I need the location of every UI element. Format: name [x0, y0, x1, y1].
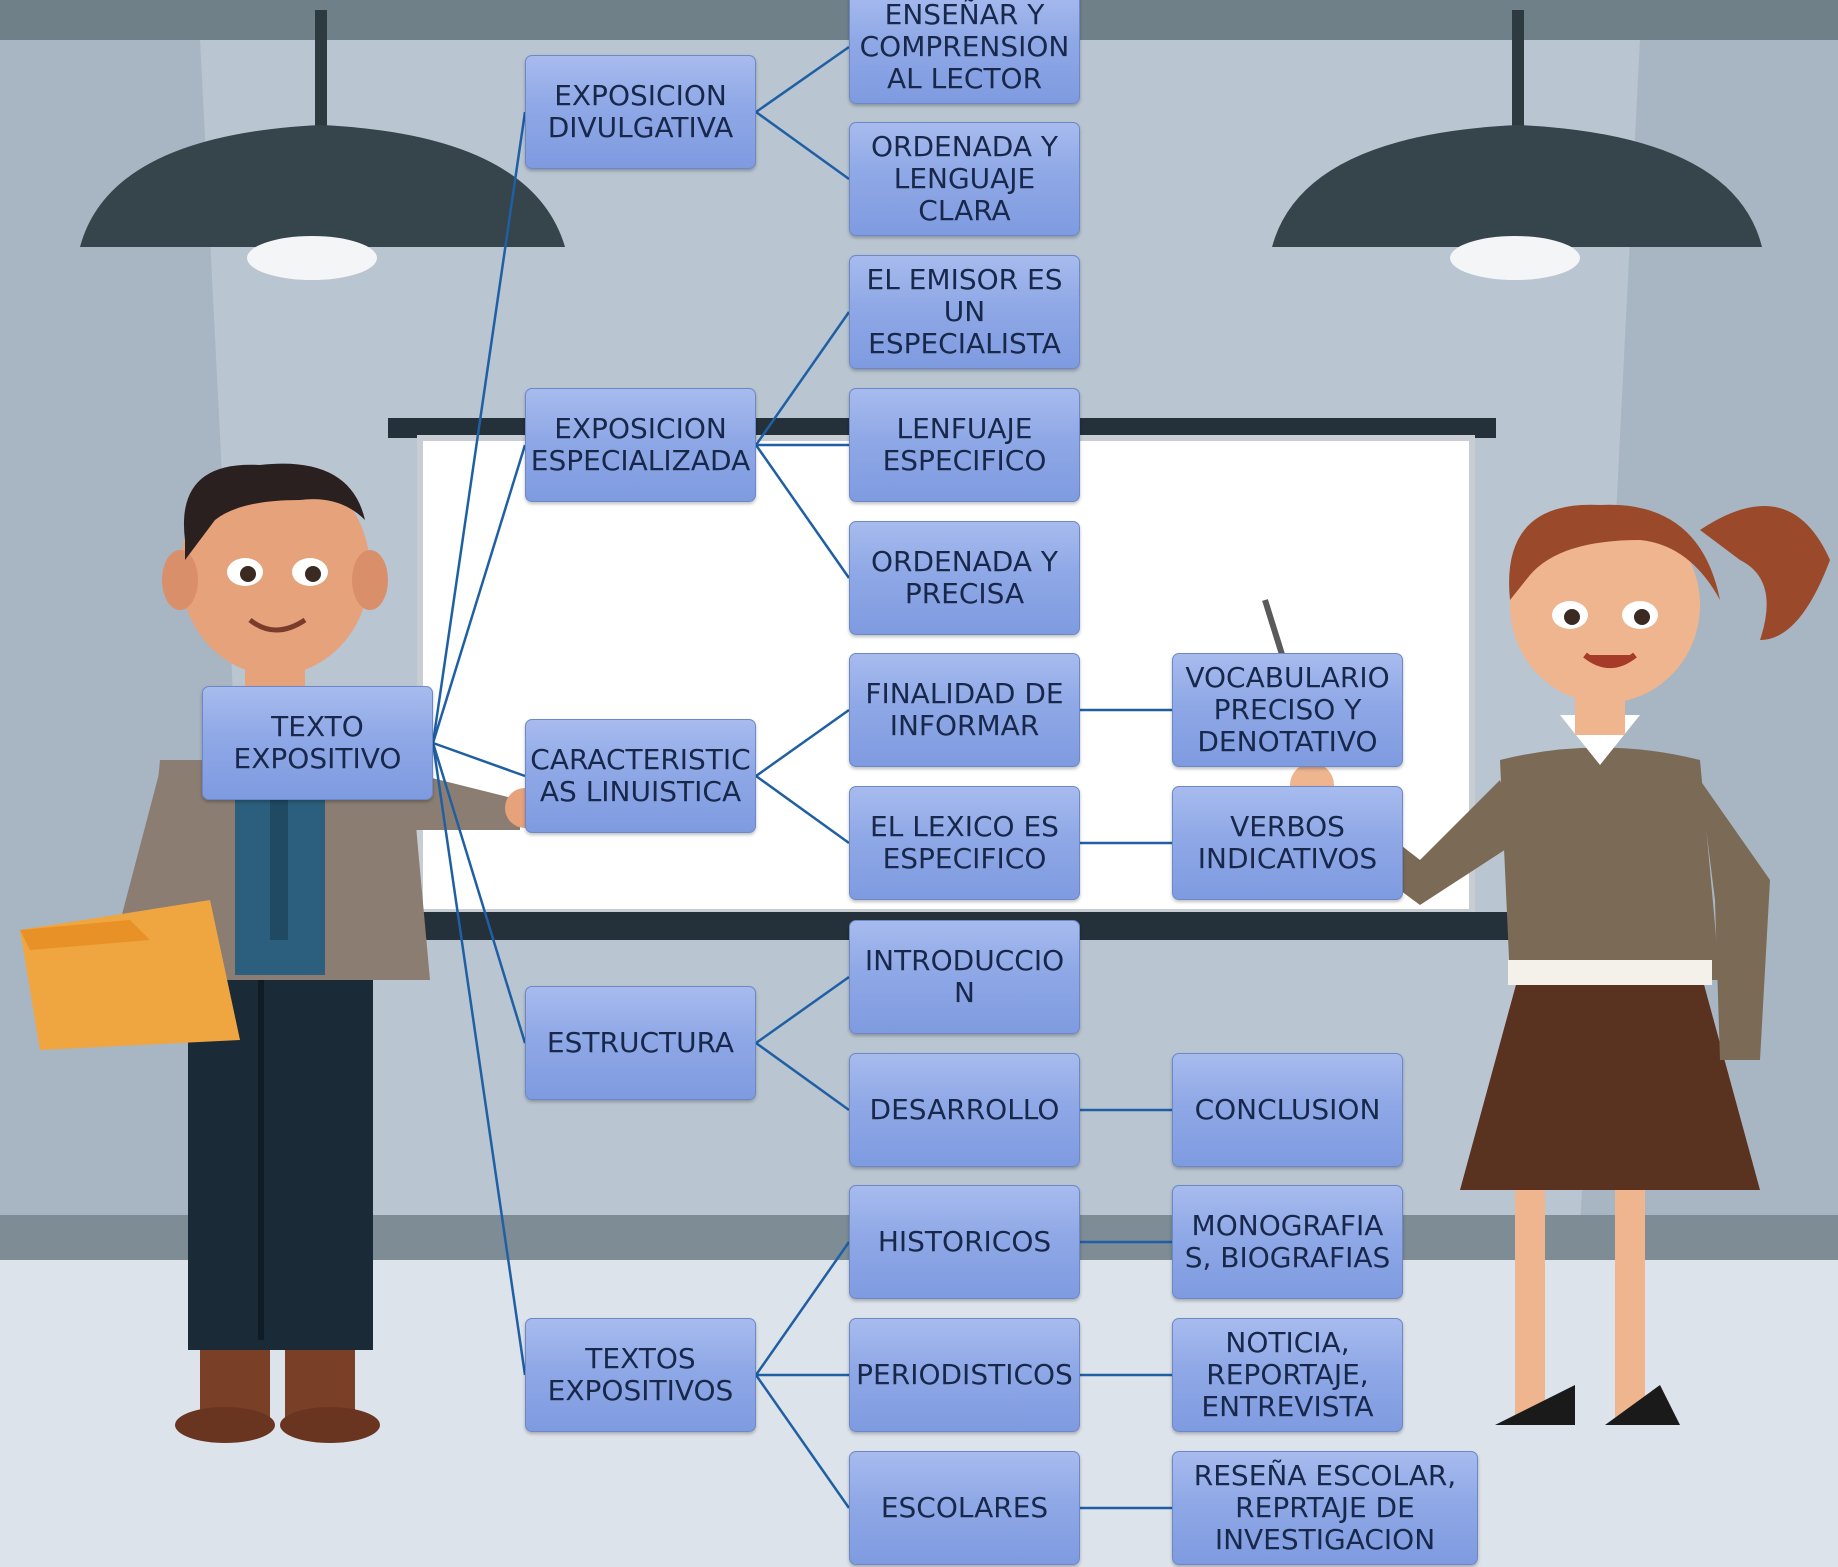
connector-textos-expositivos-to-historicos	[754, 1241, 851, 1376]
node-ordenada-lenguaje-clara: ORDENADA Y LENGUAJE CLARA	[849, 122, 1080, 236]
node-historicos: HISTORICOS	[849, 1185, 1080, 1299]
node-emisor-especialista: EL EMISOR ES UN ESPECIALISTA	[849, 255, 1080, 369]
node-exposicion-especializada: EXPOSICION ESPECIALIZADA	[525, 388, 756, 502]
node-introduccion: INTRODUCCIO N	[849, 920, 1080, 1034]
node-exposicion-divulgativa: EXPOSICION DIVULGATIVA	[525, 55, 756, 169]
node-lexico-especifico: EL LEXICO ES ESPECIFICO	[849, 786, 1080, 900]
node-escolares: ESCOLARES	[849, 1451, 1080, 1565]
node-ensenar-comprension: ENSEÑAR Y COMPRENSION AL LECTOR	[849, 0, 1080, 104]
node-finalidad-informar: FINALIDAD DE INFORMAR	[849, 653, 1080, 767]
connector-exposicion-especializada-to-ordenada-precisa	[754, 444, 851, 579]
connector-estructura-to-desarrollo	[755, 1041, 850, 1112]
node-resena-escolar: RESEÑA ESCOLAR, REPRTAJE DE INVESTIGACIO…	[1172, 1451, 1478, 1565]
connector-exposicion-divulgativa-to-ensenar-comprension	[755, 45, 850, 114]
node-lenguaje-especifico: LENFUAJE ESPECIFICO	[849, 388, 1080, 502]
connector-textos-expositivos-to-escolares	[754, 1374, 851, 1509]
node-desarrollo: DESARROLLO	[849, 1053, 1080, 1167]
node-estructura: ESTRUCTURA	[525, 986, 756, 1100]
connector-exposicion-especializada-to-emisor-especialista	[754, 311, 851, 446]
node-verbos-indicativos: VERBOS INDICATIVOS	[1172, 786, 1403, 900]
connector-texto-expositivo-to-estructura	[431, 742, 527, 1044]
node-monografias-biografias: MONOGRAFIA S, BIOGRAFIAS	[1172, 1185, 1403, 1299]
left-ceiling-lamp	[80, 10, 565, 280]
node-vocabulario-preciso: VOCABULARIO PRECISO Y DENOTATIVO	[1172, 653, 1403, 767]
connector-caracteristicas-linguisticas-to-lexico-especifico	[755, 774, 850, 845]
connector-texto-expositivo-to-exposicion-divulgativa	[431, 111, 527, 744]
connector-texto-expositivo-to-textos-expositivos	[431, 742, 527, 1376]
woman-presenter-illustration	[1262, 504, 1830, 1425]
connector-exposicion-divulgativa-to-ordenada-lenguaje-clara	[755, 110, 850, 181]
connector-caracteristicas-linguisticas-to-finalidad-informar	[755, 708, 850, 778]
connector-texto-expositivo-to-caracteristicas-linguisticas	[432, 741, 526, 778]
connector-estructura-to-introduccion	[755, 975, 850, 1045]
node-caracteristicas-linguisticas: CARACTERISTIC AS LINUISTICA	[525, 719, 756, 833]
node-ordenada-precisa: ORDENADA Y PRECISA	[849, 521, 1080, 635]
node-conclusion: CONCLUSION	[1172, 1053, 1403, 1167]
connector-texto-expositivo-to-exposicion-especializada	[431, 444, 527, 744]
node-textos-expositivos: TEXTOS EXPOSITIVOS	[525, 1318, 756, 1432]
right-ceiling-lamp	[1272, 10, 1762, 280]
node-periodisticos: PERIODISTICOS	[849, 1318, 1080, 1432]
node-noticia-reportaje-entrevista: NOTICIA, REPORTAJE, ENTREVISTA	[1172, 1318, 1403, 1432]
node-texto-expositivo: TEXTO EXPOSITIVO	[202, 686, 433, 800]
